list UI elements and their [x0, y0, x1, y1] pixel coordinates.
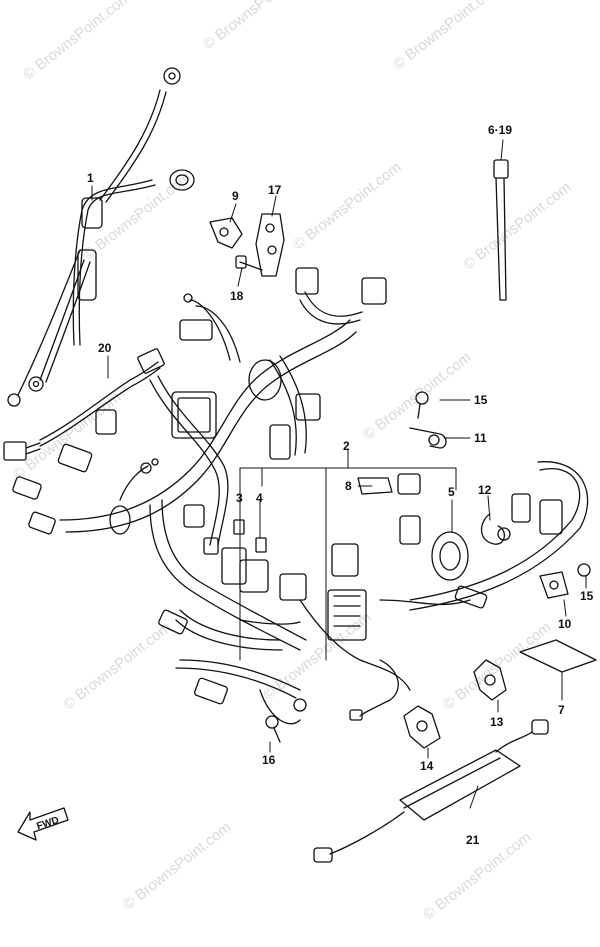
clamps-parts-10-11-15	[409, 391, 591, 599]
callout-6-19: 6·19	[488, 123, 513, 137]
callout-13: 13	[490, 715, 504, 729]
main-wiring-harness	[59, 291, 363, 651]
callout-20: 20	[98, 341, 112, 355]
clips-parts-13-14	[403, 659, 507, 749]
callout-21: 21	[466, 833, 480, 847]
relay-and-fuse-block	[221, 473, 488, 691]
forward-arrow: FWD	[17, 807, 69, 841]
leader-lines	[91, 139, 587, 809]
bolt-part-16	[265, 715, 281, 743]
callout-1: 1	[87, 171, 94, 185]
callout-4: 4	[256, 491, 263, 505]
right-harness-branch	[409, 461, 589, 611]
callout-8: 8	[345, 479, 352, 493]
harness-connectors	[12, 267, 387, 555]
brackets-parts-9-17-18	[209, 213, 285, 277]
callout-14: 14	[420, 759, 434, 773]
callout-9: 9	[232, 189, 239, 203]
module-part-21	[313, 719, 549, 863]
callout-18: 18	[230, 289, 244, 303]
callout-5: 5	[448, 485, 455, 499]
callout-7: 7	[558, 703, 565, 717]
callout-15-lower: 15	[580, 589, 594, 603]
sheet-part-7	[519, 639, 597, 673]
callout-12: 12	[478, 483, 492, 497]
cable-tie-part-6-19	[493, 159, 509, 301]
callout-17: 17	[268, 183, 282, 197]
callout-2: 2	[343, 439, 350, 453]
callout-10: 10	[558, 617, 572, 631]
callout-11: 11	[474, 431, 487, 445]
callout-15-upper: 15	[474, 393, 488, 407]
callout-16: 16	[262, 753, 276, 767]
battery-cable-part-1	[7, 67, 195, 407]
lower-harness-branch	[158, 609, 399, 725]
callout-3: 3	[236, 491, 243, 505]
sub-harness-part-20	[3, 348, 165, 461]
